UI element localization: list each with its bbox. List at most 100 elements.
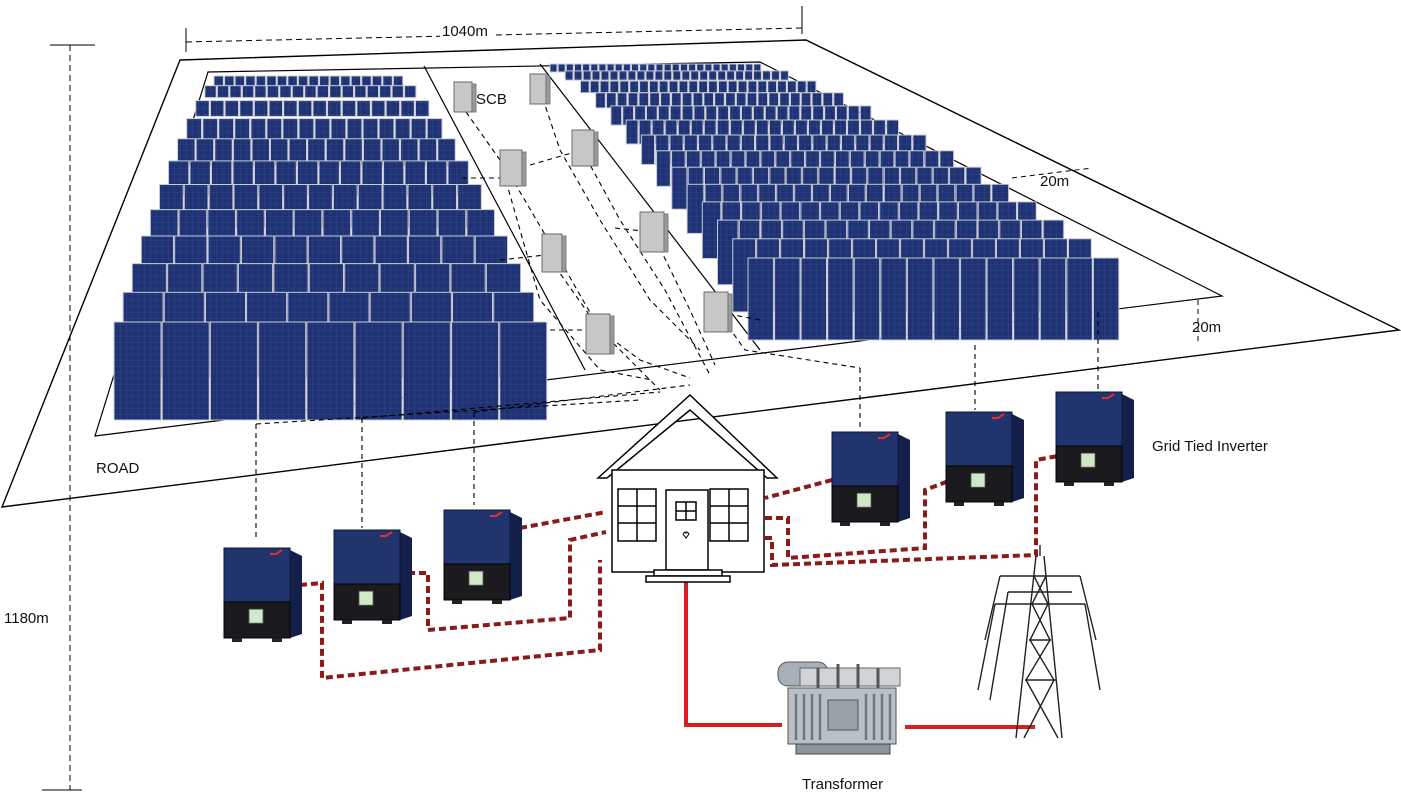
control-house <box>596 393 779 583</box>
pv-right-panel <box>591 70 601 81</box>
scb-box <box>571 129 599 167</box>
pv-right-panel <box>690 70 700 81</box>
pv-left-panel <box>213 75 224 87</box>
pv-right-panel <box>549 63 558 73</box>
pv-left-panel <box>186 118 202 141</box>
pv-right-panel <box>658 80 669 94</box>
pv-right-panel <box>671 166 688 210</box>
pv-right-panel <box>800 257 827 341</box>
dimension-setback-right: 20m <box>1011 167 1093 190</box>
pv-left-panel <box>426 118 443 141</box>
pv-right-panel <box>780 70 789 81</box>
pv-left-panel <box>276 75 288 87</box>
pv-left-panel <box>391 85 404 99</box>
pv-right-panel <box>1092 257 1120 341</box>
pv-left-panel <box>362 118 379 141</box>
pv-left-panel <box>202 118 219 141</box>
pv-left-panel <box>250 118 267 141</box>
transmission-tower <box>977 545 1101 739</box>
pv-left-panel <box>245 75 256 87</box>
setback-bottom-label: 20m <box>1192 319 1221 336</box>
pv-left-panel <box>218 118 235 141</box>
pv-left-panel <box>161 321 210 421</box>
pv-left-panel <box>298 118 315 141</box>
pv-right-panel <box>600 70 610 81</box>
pv-right-panel <box>717 70 727 81</box>
grid-tied-inverter <box>831 431 910 526</box>
pv-left-panel <box>308 75 319 87</box>
pv-right-panel <box>656 150 671 187</box>
pv-right-panel <box>681 70 691 81</box>
pv-right-panel <box>686 183 705 234</box>
scb-box <box>499 149 527 187</box>
pv-right-panel <box>609 80 620 94</box>
width-dimension-label: 1040m <box>442 23 488 40</box>
pv-right-panel <box>753 70 762 81</box>
scb-label: SCB <box>476 91 507 108</box>
pv-right-panel <box>580 80 590 94</box>
pv-left-panel <box>402 321 451 421</box>
pv-left-panel <box>341 100 357 117</box>
scb-box <box>453 81 477 113</box>
pv-left-panel <box>216 85 230 99</box>
pv-left-panel <box>279 85 292 99</box>
pv-left-panel <box>306 321 355 421</box>
scb-box <box>703 291 733 333</box>
road-label: ROAD <box>96 460 140 477</box>
pv-right-panel <box>618 70 628 81</box>
pv-right-panel <box>787 80 797 94</box>
pv-array-right <box>549 63 1120 341</box>
pv-left-panel <box>297 75 309 87</box>
pv-left-panel <box>291 85 305 99</box>
dimension-width: 1040m <box>185 6 803 52</box>
pv-left-panel <box>371 75 383 87</box>
dimension-height: 1180m <box>2 44 95 791</box>
pv-left-panel <box>340 75 351 87</box>
pv-right-panel <box>609 70 619 81</box>
pv-left-panel <box>241 85 255 99</box>
pv-left-panel <box>354 85 367 99</box>
pv-right-panel <box>636 70 646 81</box>
pv-right-panel <box>735 70 745 81</box>
pv-right-panel <box>668 80 679 94</box>
pv-right-panel <box>1013 257 1040 341</box>
pv-left-panel <box>379 85 392 99</box>
pv-left-panel <box>258 321 307 421</box>
pv-right-panel <box>708 80 718 94</box>
pv-right-panel <box>737 80 748 94</box>
pv-right-panel <box>827 257 854 341</box>
pv-right-panel <box>718 80 728 94</box>
scb-box <box>541 233 567 273</box>
pv-left-panel <box>341 85 355 99</box>
pv-left-panel <box>382 75 393 87</box>
pv-left-panel <box>378 118 395 141</box>
pv-right-panel <box>599 80 610 94</box>
pv-array-left <box>113 75 548 421</box>
inverter-label: Grid Tied Inverter <box>1152 438 1268 455</box>
pv-right-panel <box>777 80 787 94</box>
pv-right-panel <box>625 119 639 145</box>
pv-left-panel <box>410 118 427 141</box>
pv-right-panel <box>610 105 623 126</box>
grid-tied-inverter <box>223 547 302 642</box>
pv-right-panel <box>853 257 881 341</box>
pv-left-panel <box>204 85 217 99</box>
inverters <box>223 391 1134 642</box>
pv-left-panel <box>282 118 299 141</box>
pv-left-panel <box>283 100 298 117</box>
pv-left-panel <box>330 118 347 141</box>
pv-left-panel <box>255 75 267 87</box>
pv-right-panel <box>762 70 771 81</box>
pv-left-panel <box>210 100 225 117</box>
pv-left-panel <box>268 100 284 117</box>
pv-left-panel <box>229 85 242 99</box>
pv-right-panel <box>796 80 807 94</box>
pv-right-panel <box>640 134 656 165</box>
pv-right-panel <box>639 80 649 94</box>
pv-left-panel <box>113 321 162 421</box>
pv-left-panel <box>224 75 235 87</box>
pv-right-panel <box>1039 257 1067 341</box>
pv-left-panel <box>266 75 277 87</box>
pv-right-panel <box>774 257 801 341</box>
